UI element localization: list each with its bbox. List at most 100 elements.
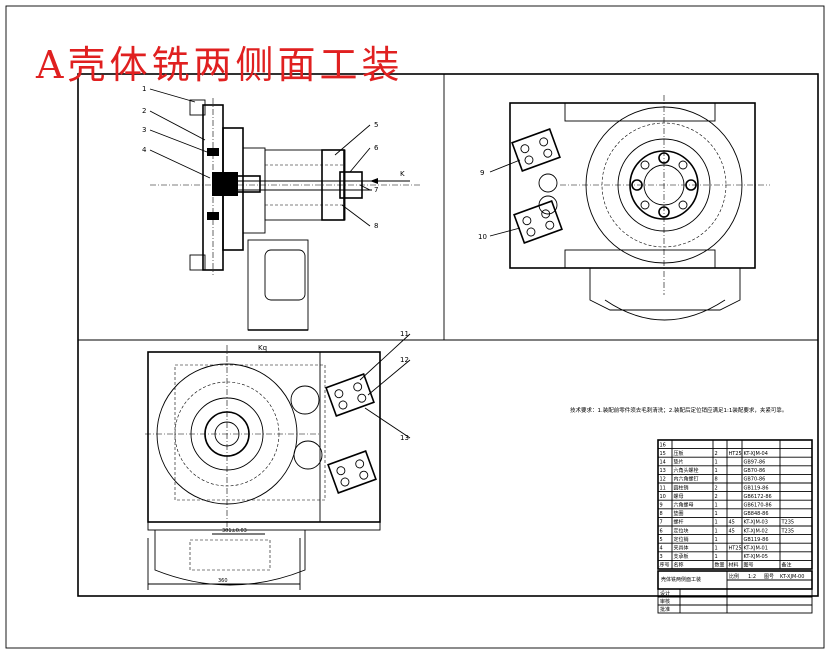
callout-10: 10 (478, 233, 487, 241)
bom-cell-name: 螺杆 (674, 519, 684, 526)
scale-label: 比例 (729, 573, 739, 580)
bom-cell-name: 六角螺母 (674, 502, 694, 509)
bom-cell-qty: 1 (715, 468, 718, 474)
bom-cell-qty: 1 (715, 537, 718, 543)
front-view: K 1 2 3 4 5 6 7 8 (142, 85, 420, 331)
bom-cell-code: GB6172-86 (744, 494, 772, 500)
bom-cell-name: 压板 (674, 450, 684, 457)
bom-header-no: 序号 (660, 562, 670, 569)
bom-header-qty: 数量 (715, 562, 725, 569)
bom-cell-no: 8 (660, 511, 663, 517)
callout-11: 11 (400, 330, 409, 338)
bom-cell-no: 15 (660, 451, 666, 457)
bom-cell-qty: 2 (715, 451, 718, 457)
sheet-label: 图号 (764, 574, 774, 580)
scale-value: 1:2 (748, 574, 756, 580)
bom-header-name: 名称 (674, 562, 684, 569)
bom-cell-name: 圆柱销 (674, 484, 689, 491)
bom-header-mat: 材料 (729, 562, 739, 569)
bom-cell-mat: 45 (729, 528, 735, 534)
bom-cell-no: 5 (660, 537, 663, 543)
bom-cell-code: GB119-86 (744, 485, 769, 491)
bom-cell-note: T235 (781, 520, 795, 526)
dim-width: 301±0.03 (222, 528, 247, 534)
callout-4: 4 (142, 146, 147, 154)
dim-total: 360 (218, 578, 228, 584)
bom-cell-qty: 1 (715, 546, 718, 552)
side-view: 9 10 (478, 95, 770, 321)
tech-note: 技术要求：1.装配前零件须去毛刺清洗；2.装配后定位销应满足1:1装配要求，夹紧… (570, 406, 787, 414)
bom-cell-mat: 45 (729, 520, 735, 526)
callout-6: 6 (374, 144, 379, 152)
bom-cell-code: KT-XJM-02 (744, 528, 768, 534)
bom-cell-qty: 1 (715, 460, 718, 466)
plan-view: 360 301±0.03 Kq 11 12 13 (145, 330, 411, 590)
bom-cell-code: GB97-86 (744, 460, 766, 466)
bom-cell-no: 3 (660, 554, 663, 560)
bom-cell-code: GB6170-86 (744, 503, 772, 509)
bom-cell-qty: 1 (715, 520, 718, 526)
callout-9: 9 (480, 169, 484, 177)
callout-12: 12 (400, 356, 409, 364)
bom-cell-qty: 1 (715, 511, 718, 517)
bom-cell-code: KT-XJM-01 (744, 546, 768, 552)
bom-cell-name: 内六角螺钉 (674, 476, 699, 483)
bom-cell-code: GB70-86 (744, 468, 766, 474)
sheet-border (5, 5, 825, 649)
bom-cell-qty: 1 (715, 528, 718, 534)
bom-cell-qty: 2 (715, 494, 718, 500)
view-k-label: K (400, 170, 405, 178)
sheet-code: KT-XJM-00 (780, 574, 804, 580)
bom-cell-no: 4 (660, 546, 663, 552)
bom-cell-no: 7 (660, 520, 663, 526)
bom-cell-no: 9 (660, 503, 663, 509)
frame-border (77, 73, 819, 597)
bom-cell-name: 定位块 (674, 527, 689, 534)
bom-cell-code: KT-XJM-03 (744, 520, 768, 526)
bom-cell-name: 垫圈 (674, 510, 684, 517)
callout-1: 1 (142, 85, 146, 93)
bom-cell-no: 16 (660, 442, 666, 448)
callout-2: 2 (142, 107, 146, 115)
sign-row-label: 设计 (660, 590, 670, 597)
bom-cell-code: GB119-86 (744, 537, 769, 543)
callout-5: 5 (374, 121, 378, 129)
bom-cell-no: 10 (660, 494, 666, 500)
page-title: A壳体铣两侧面工装 (36, 43, 404, 87)
bom-cell-name: 支承板 (674, 553, 689, 560)
callout-7: 7 (374, 186, 378, 194)
bom-cell-no: 6 (660, 528, 663, 534)
bom-cell-mat: HT25 (729, 451, 742, 457)
bom-header-note: 备注 (782, 562, 792, 569)
bom-cell-qty: 1 (715, 554, 718, 560)
bom-cell-code: KT-XJM-04 (744, 451, 768, 457)
bom-cell-code: GB70-86 (744, 477, 766, 483)
bom-cell-code: GB848-86 (744, 511, 769, 517)
bom-cell-qty: 2 (715, 485, 718, 491)
bom-cell-no: 14 (660, 460, 666, 466)
callout-13: 13 (400, 434, 409, 442)
sign-row-label: 审核 (660, 598, 670, 605)
bom-cell-name: 定位销 (674, 536, 689, 543)
callout-8: 8 (374, 222, 378, 230)
bom-cell-note: T235 (781, 528, 795, 534)
bom-cell-no: 11 (660, 485, 666, 491)
bom-header-code: 图号 (744, 563, 754, 569)
bom-cell-no: 12 (660, 477, 666, 483)
bom-cell-name: 六角头螺栓 (674, 467, 699, 474)
view-kq-label: Kq (258, 344, 267, 352)
bom-cell-name: 夹具体 (674, 545, 689, 552)
bom-cell-no: 13 (660, 468, 666, 474)
drawing-name: 壳体铣两侧面工装 (661, 576, 701, 583)
bom-cell-name: 垫片 (674, 459, 684, 466)
bom-cell-qty: 8 (715, 477, 718, 483)
bom-cell-code: KT-XJM-05 (744, 554, 768, 560)
bom-cell-name: 螺母 (674, 493, 684, 500)
sign-row-label: 批准 (660, 606, 670, 613)
bom-cell-mat: HT25 (729, 546, 742, 552)
callout-3: 3 (142, 126, 146, 134)
bom-cell-qty: 1 (715, 503, 718, 509)
